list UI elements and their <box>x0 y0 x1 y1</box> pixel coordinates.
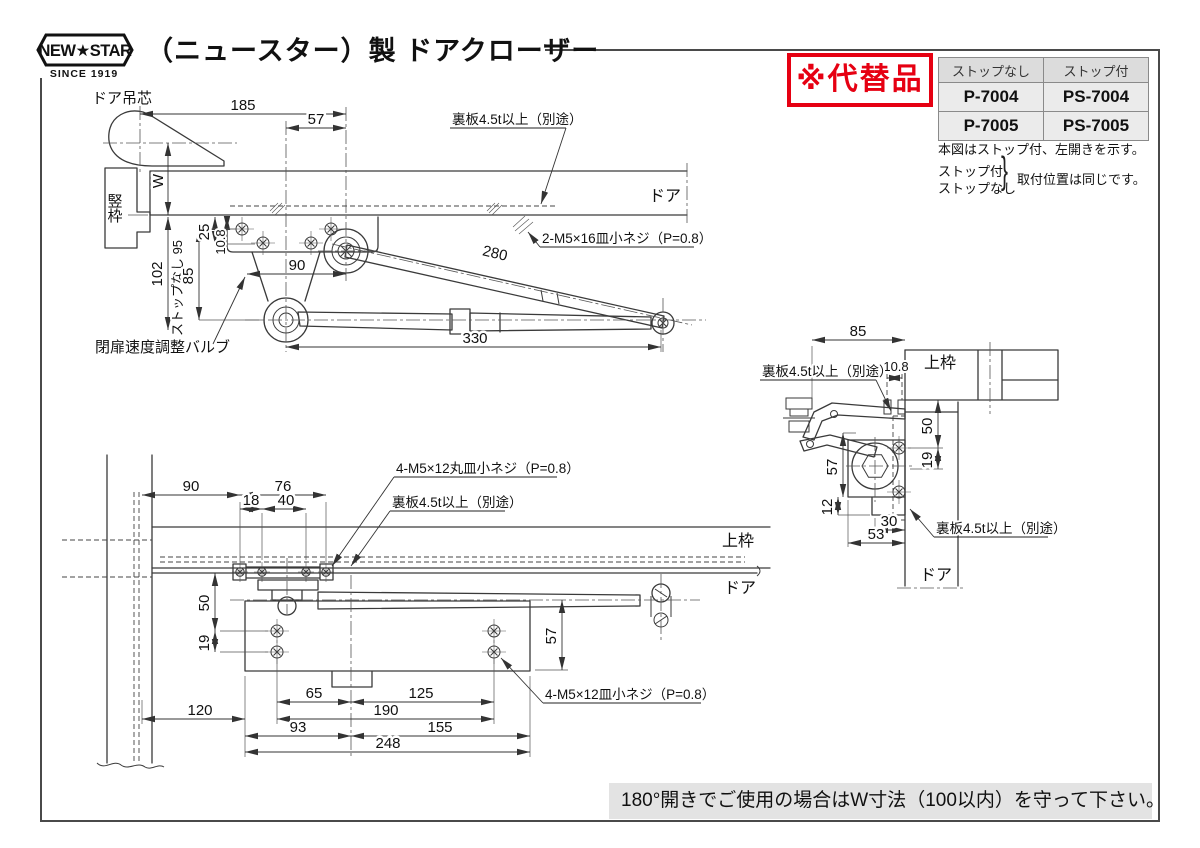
label-jamb: 竪枠 <box>106 193 123 223</box>
frame-border-top <box>545 49 1160 51</box>
frame-border-right <box>1158 49 1160 822</box>
dim-120: 120 <box>187 702 212 719</box>
model-table: ストップなし ストップ付 P-7004 PS-7004 P-7005 PS-70… <box>938 57 1149 141</box>
dim-93: 93 <box>290 719 307 736</box>
footer-warning: 180°開きでご使用の場合はW寸法（100以内）を守って下さい。 <box>609 783 1165 819</box>
dim-25: 25 <box>196 224 213 241</box>
dim-19-side: 19 <box>919 452 936 469</box>
dim-185: 185 <box>230 97 255 114</box>
logo-hexagon <box>36 33 134 67</box>
logo-since: SINCE 1919 <box>49 68 119 80</box>
dim-65: 65 <box>306 685 323 702</box>
label-backplate-top-view: 裏板4.5t以上（別途） <box>452 111 583 127</box>
label-door-side: ドア <box>920 567 952 584</box>
label-door-top-view: ドア <box>649 188 681 205</box>
model-p7004: P-7004 <box>938 82 1044 112</box>
dim-57-front: 57 <box>543 628 560 645</box>
dim-280: 280 <box>481 243 509 265</box>
option-with-stop: ストップ付 <box>938 164 1004 179</box>
label-door-pivot: ドア吊芯 <box>92 90 152 107</box>
model-ps7004: PS-7004 <box>1043 82 1149 112</box>
table-row: P-7005 PS-7005 <box>938 111 1149 141</box>
label-top-frame-side: 上枠 <box>924 354 956 372</box>
label-speed-valve: 閉扉速度調整バルブ <box>95 338 230 356</box>
label-round-screws: 4-M5×12丸皿小ネジ（P=0.8） <box>396 461 580 476</box>
top-view-drawing: 185 57 W 102 ストップなし 95 85 25 10.8 90 280… <box>90 88 714 358</box>
frame-border-left <box>40 78 42 820</box>
label-backplate-front: 裏板4.5t以上（別途） <box>392 494 523 510</box>
dim-330: 330 <box>462 330 487 347</box>
dim-57-top: 57 <box>308 111 325 128</box>
dim-108-top: 10.8 <box>213 229 228 254</box>
brace-glyph: } <box>1001 150 1008 192</box>
dim-85-side: 85 <box>850 323 867 340</box>
page-title: （ニュースター）製 ドアクローザー <box>146 36 600 66</box>
model-ps7005: PS-7005 <box>1043 111 1149 141</box>
dim-108-side: 10.8 <box>883 359 908 374</box>
logo-text: NEW★STAR <box>39 42 133 60</box>
dim-40: 40 <box>278 492 295 509</box>
figure-note: 本図はストップ付、左開きを示す。 <box>938 142 1145 157</box>
dim-85-top: 85 <box>180 268 197 285</box>
dim-90-front: 90 <box>183 478 200 495</box>
same-position-note: 取付位置は同じです。 <box>1017 172 1146 187</box>
dim-190: 190 <box>373 702 398 719</box>
dim-30: 30 <box>881 513 898 530</box>
dim-nostop-95: ストップなし 95 <box>170 240 185 336</box>
dim-50-side: 50 <box>919 418 936 435</box>
dim-102: 102 <box>149 261 166 286</box>
label-top-frame-front: 上枠 <box>722 532 754 550</box>
dim-18: 18 <box>243 492 260 509</box>
dim-12: 12 <box>819 499 836 516</box>
dim-155: 155 <box>427 719 452 736</box>
label-screws-2m5: 2-M5×16皿小ネジ（P=0.8） <box>542 231 712 246</box>
frame-border-bottom <box>40 820 1160 822</box>
front-view-drawing: 90 76 18 40 50 19 57 65 125 120 190 93 1… <box>62 454 771 769</box>
dim-248: 248 <box>375 735 400 752</box>
dim-90-top: 90 <box>289 257 306 274</box>
table-row: P-7004 PS-7004 <box>938 82 1149 112</box>
label-door-front: ドア <box>724 580 756 597</box>
substitute-badge: ※代替品 <box>787 53 933 107</box>
dim-50-front: 50 <box>196 595 213 612</box>
dim-w: W <box>150 173 167 188</box>
brand-logo: NEW★STAR <box>30 31 140 74</box>
dim-53: 53 <box>868 526 885 543</box>
label-flat-screws: 4-M5×12皿小ネジ（P=0.8） <box>545 687 715 702</box>
label-backplate-side-left: 裏板4.5t以上（別途） <box>762 363 893 379</box>
dim-125: 125 <box>408 685 433 702</box>
dim-19-front: 19 <box>196 635 213 652</box>
dim-76: 76 <box>275 478 292 495</box>
label-backplate-side-right: 裏板4.5t以上（別途） <box>936 520 1067 536</box>
dim-57-side: 57 <box>824 459 841 476</box>
option-without-stop: ストップなし <box>938 181 1017 196</box>
side-view-drawing: 85 10.8 50 19 57 12 30 53 上枠 ドア 裏板4.5t以上… <box>760 321 1069 589</box>
